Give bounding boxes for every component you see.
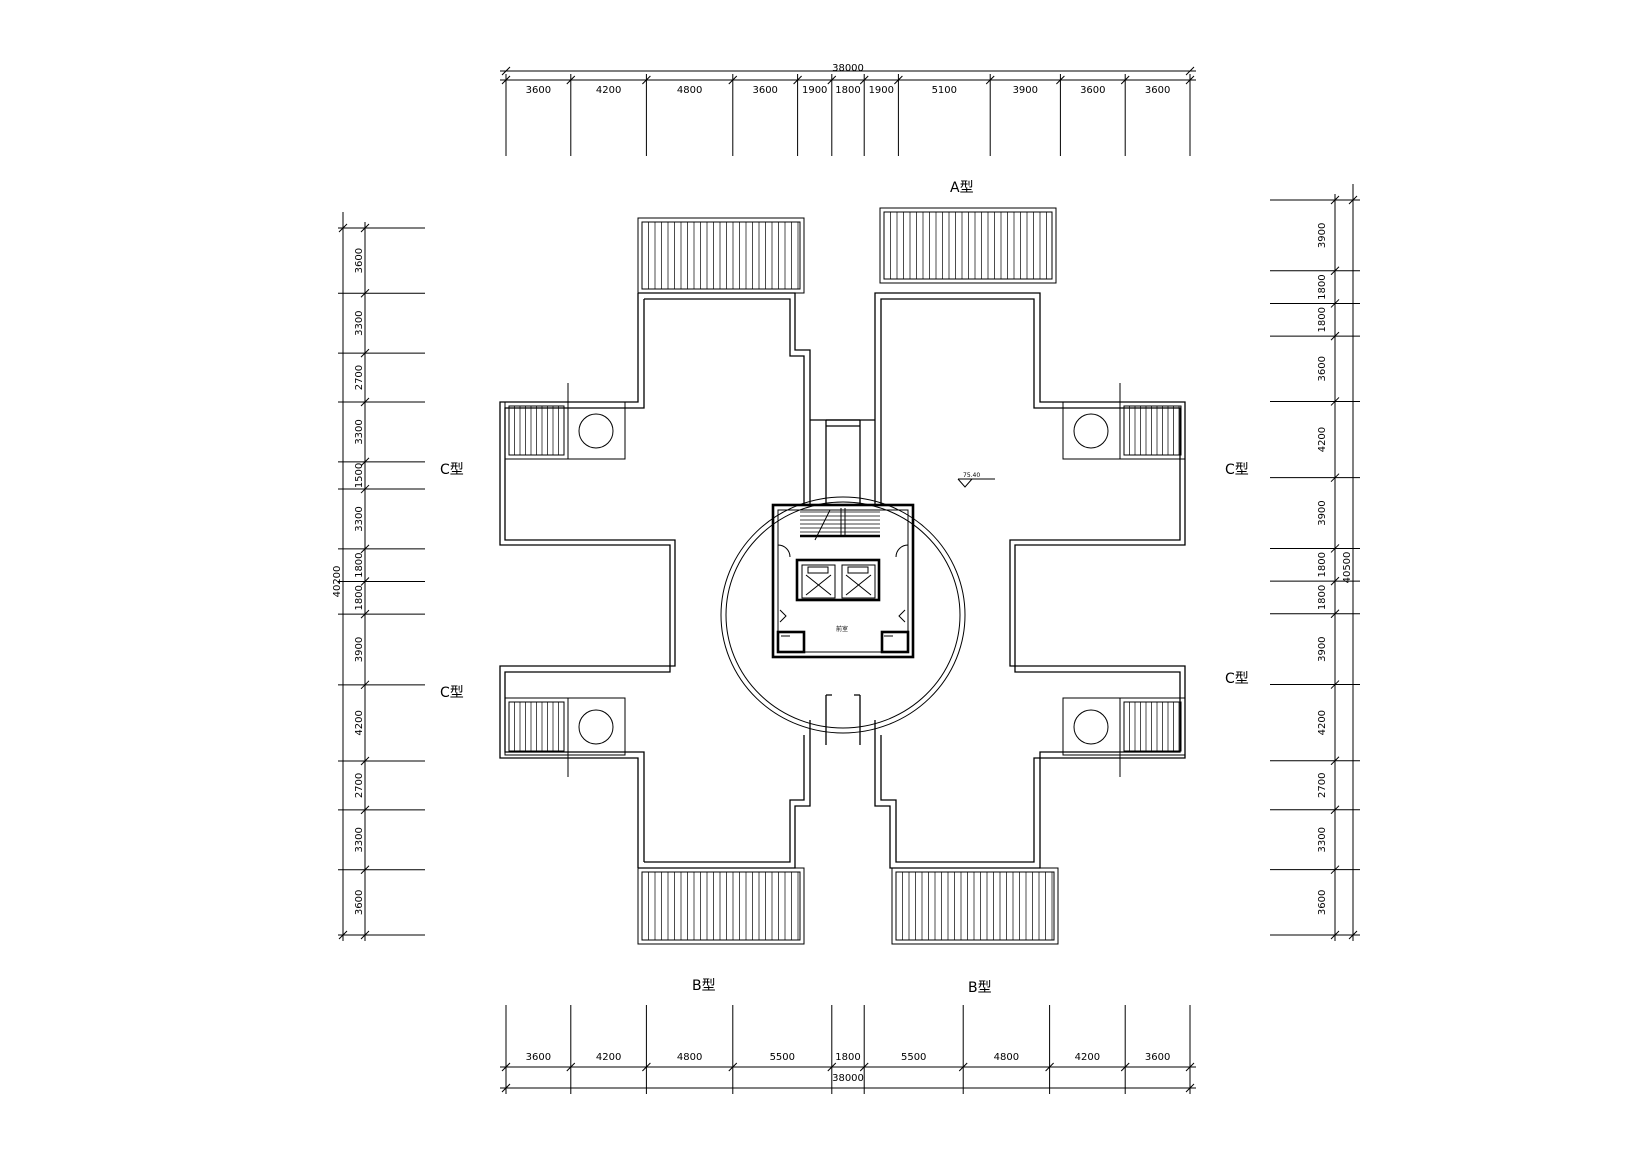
dimension-label: 4800 <box>994 1052 1019 1063</box>
label-type-b-right: B型 <box>968 980 992 996</box>
elevation-marker: 75.40 <box>957 472 995 488</box>
dimension-label: 3600 <box>354 890 365 915</box>
balcony <box>637 867 805 945</box>
dimension-label: 3300 <box>354 310 365 335</box>
dimension-label: 4200 <box>1317 710 1328 735</box>
dimension-label: 4200 <box>596 1052 621 1063</box>
dimension-label: 1800 <box>835 85 860 96</box>
dimension-label: 1800 <box>1317 552 1328 577</box>
dimension-label: 4200 <box>354 710 365 735</box>
balconies <box>504 207 1186 945</box>
dimension-label: 4200 <box>1317 427 1328 452</box>
overall-dimension-label: 38000 <box>832 1073 864 1084</box>
dimension-label: 4200 <box>1075 1052 1100 1063</box>
unit-type-labels: A型 B型 B型 C型 C型 C型 C型 <box>440 180 1249 996</box>
overall-dimension-label: 38000 <box>832 63 864 74</box>
dimension-label: 3900 <box>1317 636 1328 661</box>
dimension-label: 3300 <box>354 419 365 444</box>
dimension-label: 3600 <box>1080 85 1105 96</box>
dimension-label: 3600 <box>1145 85 1170 96</box>
dimension-label: 5100 <box>932 85 957 96</box>
label-type-c-right-lower: C型 <box>1225 671 1249 687</box>
label-type-c-left-lower: C型 <box>440 685 464 701</box>
dimension-label: 1900 <box>802 85 827 96</box>
dimension-label: 5500 <box>770 1052 795 1063</box>
central-core: 前室 <box>771 503 915 659</box>
dimension-label: 3600 <box>1317 356 1328 381</box>
dimension-label: 1500 <box>354 463 365 488</box>
dimension-label: 1800 <box>1317 274 1328 299</box>
label-type-c-left-upper: C型 <box>440 462 464 478</box>
balcony <box>879 207 1057 284</box>
dimension-label: 2700 <box>1317 773 1328 798</box>
dimension-label: 3900 <box>354 637 365 662</box>
dimension-label: 3600 <box>752 85 777 96</box>
dimension-label: 3600 <box>526 1052 551 1063</box>
dimension-label: 3600 <box>354 248 365 273</box>
dimension-label: 3600 <box>1145 1052 1170 1063</box>
dimension-label: 3900 <box>1013 85 1038 96</box>
dimension-label: 2700 <box>354 365 365 390</box>
bottom-dimension-chain: 3600 4200 4800 5500 1800 5500 4800 4200 3600 3800… <box>500 1005 1196 1094</box>
dimension-label: 3600 <box>1317 890 1328 915</box>
dimension-label: 1800 <box>1317 307 1328 332</box>
overall-dimension-label: 40200 <box>332 566 343 598</box>
balcony <box>637 217 805 294</box>
dimension-label: 3900 <box>1317 500 1328 525</box>
label-type-c-right-upper: C型 <box>1225 462 1249 478</box>
dimension-label: 5500 <box>901 1052 926 1063</box>
dimension-label: 2700 <box>354 773 365 798</box>
dimension-label: 3300 <box>354 827 365 852</box>
circular-stair-rooms <box>567 383 1121 777</box>
balcony <box>891 867 1059 945</box>
core-label: 前室 <box>836 625 848 633</box>
dimension-label: 4800 <box>677 85 702 96</box>
dimension-label: 3900 <box>1317 223 1328 248</box>
round-lobby <box>720 496 966 734</box>
dimension-label: 1800 <box>354 552 365 577</box>
dimension-label: 1800 <box>835 1052 860 1063</box>
overall-dimension-label: 40500 <box>1342 552 1353 584</box>
dimension-label: 1800 <box>354 585 365 610</box>
elevation-value: 75.40 <box>963 472 980 479</box>
left-dimension-chain: 3600 3300 2700 3300 1500 3300 1800 1800 3900 4200… <box>332 212 425 941</box>
dimension-label: 3300 <box>1317 827 1328 852</box>
dimension-label: 4200 <box>596 85 621 96</box>
dimension-label: 4800 <box>677 1052 702 1063</box>
dimension-label: 3300 <box>354 506 365 531</box>
label-type-b-left: B型 <box>692 978 716 994</box>
label-type-a: A型 <box>950 180 974 196</box>
top-dimension-chain: 3600 4200 4800 3600 1900 1800 1900 5100 3900 3600… <box>500 63 1196 156</box>
right-dimension-chain: 3900 1800 1800 3600 4200 3900 1800 1800 3900 4200… <box>1270 184 1360 941</box>
dimension-label: 1900 <box>869 85 894 96</box>
dimension-label: 1800 <box>1317 585 1328 610</box>
building-outline <box>499 292 1186 869</box>
dimension-label: 3600 <box>526 85 551 96</box>
